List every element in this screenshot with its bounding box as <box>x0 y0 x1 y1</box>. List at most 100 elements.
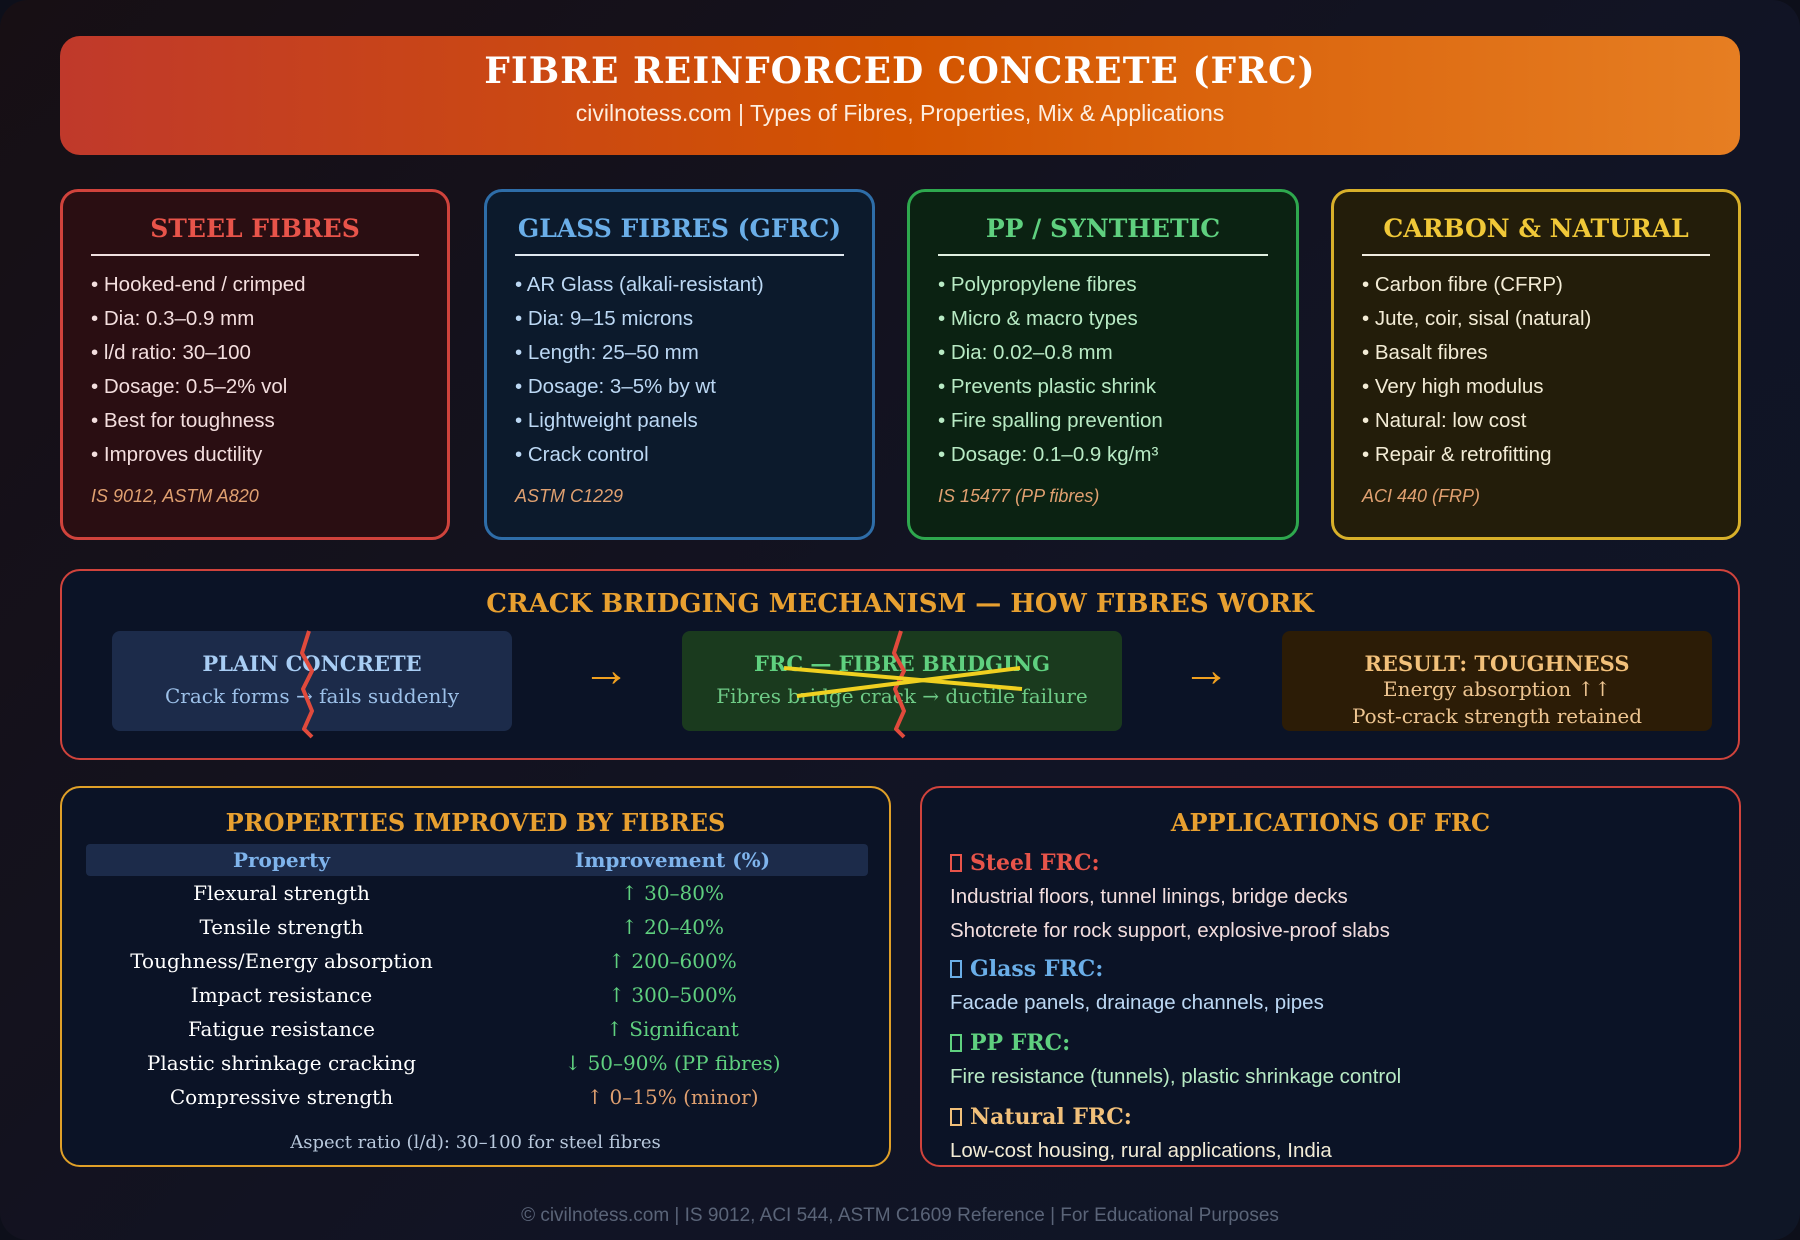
card-title: PP / SYNTHETIC <box>985 214 1221 243</box>
application-group-natural: Natural FRC: Low-cost housing, rural app… <box>950 1104 1332 1168</box>
application-group-steel: Steel FRC: Industrial floors, tunnel lin… <box>950 850 1390 948</box>
aspect-ratio-note: Aspect ratio (l/d): 30–100 for steel fib… <box>290 1132 661 1153</box>
bullet-box-icon <box>950 854 962 872</box>
group-heading: Glass FRC: <box>950 956 1324 986</box>
property-improvement: ↑ 200–600% <box>608 949 737 973</box>
table-row: Toughness/Energy absorption ↑ 200–600% <box>86 944 868 978</box>
plain-concrete-box: PLAIN CONCRETE Crack forms → fails sudde… <box>112 631 512 731</box>
group-heading: PP FRC: <box>950 1030 1401 1060</box>
card-reference: IS 9012, ASTM A820 <box>91 486 259 506</box>
bullet-box-icon <box>950 960 962 978</box>
list-item: • Length: 25–50 mm <box>515 341 699 364</box>
property-name: Impact resistance <box>190 983 373 1007</box>
table-row: Flexural strength ↑ 30–80% <box>86 876 868 910</box>
box-title: PLAIN CONCRETE <box>202 651 422 676</box>
column-header: Improvement (%) <box>574 848 771 872</box>
section-title: APPLICATIONS OF FRC <box>1170 808 1491 837</box>
applications-section: APPLICATIONS OF FRC Steel FRC: Industria… <box>920 786 1741 1167</box>
table-row: Plastic shrinkage cracking ↓ 50–90% (PP … <box>86 1046 868 1080</box>
list-item: • l/d ratio: 30–100 <box>91 341 251 364</box>
result-box: RESULT: TOUGHNESS Energy absorption ↑↑ P… <box>1282 631 1712 731</box>
list-item: • Polypropylene fibres <box>938 273 1137 296</box>
box-description: Post-crack strength retained <box>1351 704 1643 728</box>
property-improvement: ↑ 300–500% <box>608 983 737 1007</box>
list-item: • Improves ductility <box>91 443 263 466</box>
application-line: Shotcrete for rock support, explosive-pr… <box>950 919 1390 942</box>
list-item: • Lightweight panels <box>515 409 698 432</box>
page-subtitle: civilnotess.com | Types of Fibres, Prope… <box>575 100 1225 126</box>
arrow-right-icon: → <box>582 644 630 697</box>
card-reference: ASTM C1229 <box>515 486 624 506</box>
properties-section: PROPERTIES IMPROVED BY FIBRES Property I… <box>60 786 891 1167</box>
card-steel-fibres: STEEL FIBRES • Hooked-end / crimped • Di… <box>60 189 450 540</box>
list-item: • Dia: 9–15 microns <box>515 307 694 330</box>
list-item: • AR Glass (alkali-resistant) <box>515 273 764 296</box>
column-header: Property <box>232 848 331 872</box>
application-line: Industrial floors, tunnel linings, bridg… <box>950 885 1348 908</box>
card-glass-fibres: GLASS FIBRES (GFRC) • AR Glass (alkali-r… <box>484 189 875 540</box>
divider <box>515 254 844 256</box>
group-heading-label: Natural FRC: <box>970 1104 1132 1130</box>
list-item: • Natural: low cost <box>1362 409 1527 432</box>
crack-bridging-section: CRACK BRIDGING MECHANISM — HOW FIBRES WO… <box>60 569 1740 760</box>
group-heading-label: Glass FRC: <box>970 956 1104 982</box>
list-item: • Very high modulus <box>1362 375 1544 398</box>
card-title: CARBON & NATURAL <box>1383 214 1689 243</box>
divider <box>938 254 1268 256</box>
card-list: • Hooked-end / crimped • Dia: 0.3–0.9 mm… <box>91 268 419 472</box>
table-header: Property Improvement (%) <box>86 844 868 876</box>
list-item: • Prevents plastic shrink <box>938 375 1156 398</box>
card-list: • Polypropylene fibres • Micro & macro t… <box>938 268 1268 472</box>
list-item: • Carbon fibre (CFRP) <box>1362 273 1563 296</box>
table-row: Impact resistance ↑ 300–500% <box>86 978 868 1012</box>
card-title: GLASS FIBRES (GFRC) <box>517 214 842 243</box>
list-item: • Micro & macro types <box>938 307 1138 330</box>
divider <box>91 254 419 256</box>
bullet-box-icon <box>950 1034 962 1052</box>
property-improvement: ↑ 20–40% <box>620 915 725 939</box>
group-heading-label: PP FRC: <box>970 1030 1071 1056</box>
list-item: • Hooked-end / crimped <box>91 273 306 296</box>
property-improvement: ↑ 0–15% (minor) <box>586 1085 759 1109</box>
property-improvement: ↑ Significant <box>606 1017 739 1041</box>
list-item: • Dia: 0.3–0.9 mm <box>91 307 255 330</box>
application-group-glass: Glass FRC: Facade panels, drainage chann… <box>950 956 1324 1020</box>
property-name: Compressive strength <box>169 1085 394 1109</box>
page-title: FIBRE REINFORCED CONCRETE (FRC) <box>484 50 1316 92</box>
list-item: • Dia: 0.02–0.8 mm <box>938 341 1113 364</box>
arrow-right-icon: → <box>1182 644 1230 697</box>
card-reference: IS 15477 (PP fibres) <box>938 486 1100 506</box>
section-title: CRACK BRIDGING MECHANISM — HOW FIBRES WO… <box>486 589 1314 619</box>
group-heading-label: Steel FRC: <box>970 850 1100 876</box>
table-row: Fatigue resistance ↑ Significant <box>86 1012 868 1046</box>
property-name: Flexural strength <box>193 881 370 905</box>
box-title: FRC — FIBRE BRIDGING <box>753 651 1051 676</box>
card-list: • AR Glass (alkali-resistant) • Dia: 9–1… <box>515 268 844 472</box>
divider <box>1362 254 1710 256</box>
box-description: Crack forms → fails suddenly <box>164 684 460 708</box>
list-item: • Best for toughness <box>91 409 275 432</box>
list-item: • Jute, coir, sisal (natural) <box>1362 307 1592 330</box>
card-reference: ACI 440 (FRP) <box>1362 486 1481 506</box>
table-row: Compressive strength ↑ 0–15% (minor) <box>86 1080 868 1114</box>
application-line: Facade panels, drainage channels, pipes <box>950 991 1324 1014</box>
card-pp-synthetic: PP / SYNTHETIC • Polypropylene fibres • … <box>907 189 1299 540</box>
property-name: Fatigue resistance <box>188 1017 375 1041</box>
property-name: Toughness/Energy absorption <box>130 949 433 973</box>
group-heading: Steel FRC: <box>950 850 1390 880</box>
group-heading: Natural FRC: <box>950 1104 1332 1134</box>
application-line: Fire resistance (tunnels), plastic shrin… <box>950 1065 1402 1088</box>
frc-bridging-box: FRC — FIBRE BRIDGING Fibres bridge crack… <box>682 631 1122 731</box>
bullet-box-icon <box>950 1108 962 1126</box>
card-carbon-natural: CARBON & NATURAL • Carbon fibre (CFRP) •… <box>1331 189 1741 540</box>
header-banner: FIBRE REINFORCED CONCRETE (FRC) civilnot… <box>60 36 1740 155</box>
list-item: • Dosage: 0.1–0.9 kg/m³ <box>938 443 1159 466</box>
list-item: • Repair & retrofitting <box>1362 443 1552 466</box>
card-title: STEEL FIBRES <box>150 214 360 243</box>
application-line: Low-cost housing, rural applications, In… <box>950 1139 1332 1162</box>
list-item: • Dosage: 0.5–2% vol <box>91 375 288 398</box>
property-name: Plastic shrinkage cracking <box>146 1051 417 1075</box>
property-name: Tensile strength <box>199 915 364 939</box>
section-title: PROPERTIES IMPROVED BY FIBRES <box>225 808 726 837</box>
list-item: • Crack control <box>515 443 649 466</box>
